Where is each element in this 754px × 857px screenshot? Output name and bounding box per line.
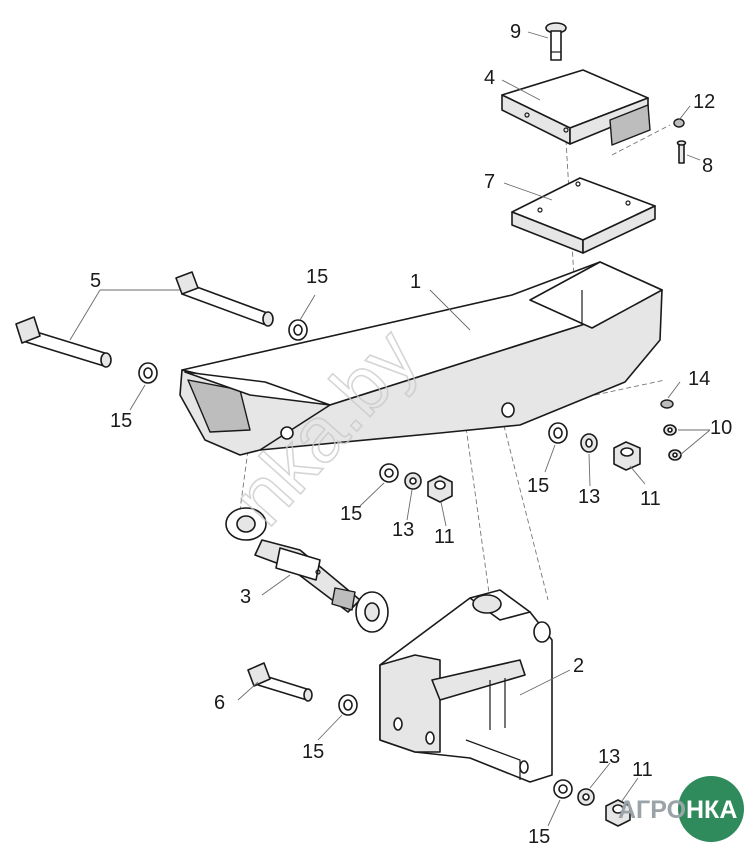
- callout-15-c: 15: [527, 475, 549, 497]
- callout-4: 4: [484, 67, 495, 89]
- logo-right-text: НКА: [686, 796, 737, 824]
- callout-15-a: 15: [306, 266, 328, 288]
- part-10-nuts: [663, 424, 682, 461]
- callout-12: 12: [693, 91, 715, 113]
- callout-3: 3: [240, 586, 251, 608]
- part-8-bolt: [676, 140, 687, 164]
- callout-10: 10: [710, 417, 732, 439]
- callout-15-b: 15: [110, 410, 132, 432]
- callout-13-c: 13: [598, 746, 620, 768]
- callout-13-b: 13: [392, 519, 414, 541]
- part-2-bracket: [379, 589, 553, 783]
- callout-14: 14: [688, 368, 710, 390]
- brand-logo: АГРО НКА: [618, 776, 744, 842]
- part-9-bolt: [545, 22, 567, 61]
- part-12-nut: [673, 118, 685, 128]
- part-7-pad: [511, 177, 656, 254]
- callout-7: 7: [484, 171, 495, 193]
- callout-15-f: 15: [528, 826, 550, 848]
- callout-numbers: 9 4 12 8 7 1 5 15 15 14 10 15 13 11 15 1…: [90, 21, 732, 848]
- callout-6: 6: [214, 692, 225, 714]
- callout-8: 8: [702, 155, 713, 177]
- part-5-bolts: [15, 271, 274, 368]
- callout-2: 2: [573, 655, 584, 677]
- callout-9: 9: [510, 21, 521, 43]
- callout-11-c: 11: [632, 759, 653, 781]
- part-4-plate: [501, 69, 651, 146]
- callout-11-b: 11: [434, 526, 455, 548]
- logo-circle: [678, 776, 744, 842]
- part-3-link-rod: [225, 507, 389, 633]
- part-11-nuts: [427, 441, 641, 827]
- callout-5: 5: [90, 270, 101, 292]
- callout-15-d: 15: [340, 503, 362, 525]
- callout-11-a: 11: [640, 488, 661, 510]
- part-1-main-beam: [179, 261, 663, 456]
- callout-15-e: 15: [302, 741, 324, 763]
- part-15-washers: [138, 319, 573, 799]
- leader-lines: [69, 31, 711, 827]
- logo-left-text: АГРО: [618, 796, 686, 824]
- part-13-lock-washers: [404, 433, 598, 806]
- callout-1: 1: [410, 271, 421, 293]
- callout-13-a: 13: [578, 486, 600, 508]
- part-6-bolt: [247, 662, 313, 702]
- part-14-nut: [660, 399, 674, 409]
